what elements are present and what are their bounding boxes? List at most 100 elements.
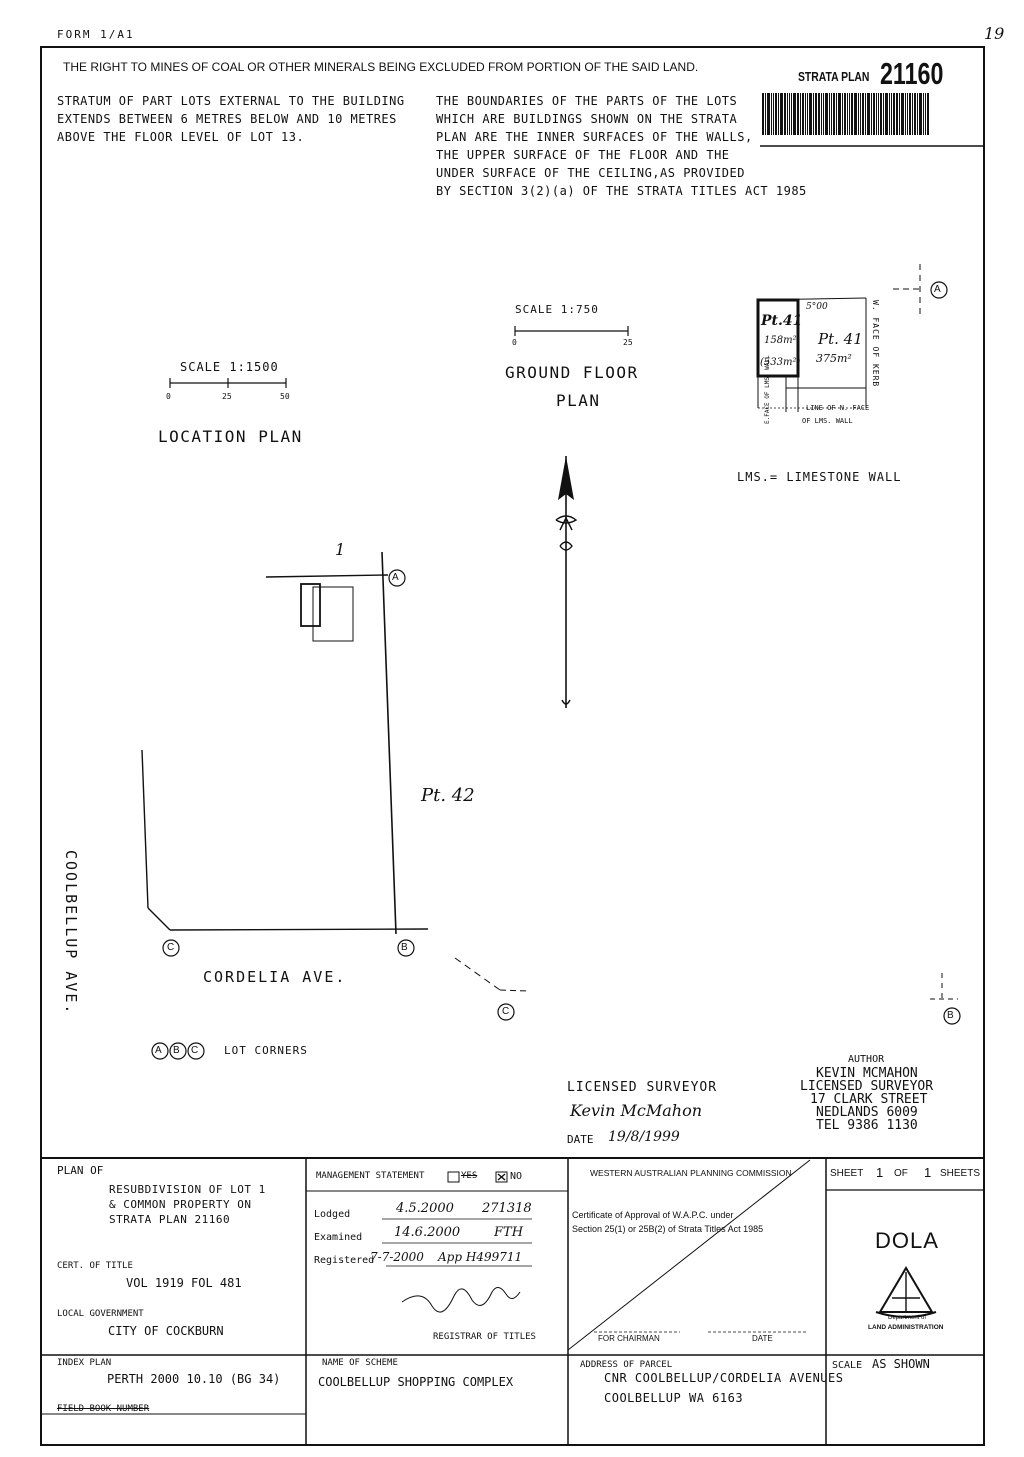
- mineral-notice: THE RIGHT TO MINES OF COAL OR OTHER MINE…: [63, 60, 699, 74]
- barcode-bar: [802, 93, 804, 135]
- barcode-bar: [793, 93, 796, 135]
- ground-floor-tick-0: 0: [512, 338, 517, 347]
- pt41-large-label: Pt. 41: [818, 330, 863, 348]
- ground-floor-plan-drawing: [756, 264, 921, 412]
- sheet-label: SHEET: [830, 1168, 864, 1179]
- strata-plan-label: STRATA PLAN: [798, 69, 870, 84]
- barcode-bar: [885, 93, 888, 135]
- barcode-bar: [762, 93, 764, 135]
- ground-floor-scale-label: SCALE 1:750: [515, 303, 599, 316]
- barcode-bar: [851, 93, 853, 135]
- barcode-bar: [883, 93, 884, 135]
- barcode-bar: [880, 93, 882, 135]
- location-plan-title: LOCATION PLAN: [158, 427, 303, 446]
- page-mark: 19: [984, 24, 1005, 43]
- lodged-reference: 271318: [482, 1201, 532, 1216]
- barcode-bar: [854, 93, 857, 135]
- dola-text: DOLA: [875, 1228, 939, 1253]
- surveyor-signature: Kevin McMahon: [570, 1101, 703, 1120]
- management-yes-option: YES: [461, 1171, 478, 1181]
- barcode-bar: [878, 93, 879, 135]
- barcode-bar: [891, 93, 892, 135]
- barcode-bar: [867, 93, 870, 135]
- barcode-bar: [907, 93, 908, 135]
- barcode-bar: [831, 93, 832, 135]
- registrar-label: REGISTRAR OF TITLES: [433, 1332, 536, 1342]
- barcode-bar: [842, 93, 843, 135]
- barcode-bar: [905, 93, 906, 135]
- barcode-bar: [912, 93, 913, 135]
- pt41-small-area: 158m²: [764, 335, 797, 346]
- barcode-bar: [800, 93, 801, 135]
- barcode-bar: [805, 93, 806, 135]
- pt41-small-label: Pt.41: [761, 313, 803, 329]
- barcode-bar: [818, 93, 820, 135]
- barcode-bar: [844, 93, 846, 135]
- barcode-bar: [807, 93, 808, 135]
- scale-label: SCALE: [832, 1360, 863, 1371]
- location-tick-0: 0: [166, 392, 171, 401]
- location-tick-25: 25: [222, 392, 232, 401]
- strata-plan-number: 21160: [880, 56, 944, 91]
- location-scale-bar: [169, 378, 287, 388]
- corner-a-lot: A: [392, 572, 399, 583]
- wapc-title: WESTERN AUSTRALIAN PLANNING COMMISSION: [590, 1168, 792, 1178]
- location-plan-drawing: [141, 551, 958, 1000]
- for-chairman-label: FOR CHAIRMAN: [598, 1334, 660, 1343]
- wapc-certificate: Certificate of Approval of W.A.P.C. unde…: [572, 1210, 764, 1234]
- address-value: CNR COOLBELLUP/CORDELIA AVENUES COOLBELL…: [604, 1371, 844, 1405]
- barcode-bar: [889, 93, 890, 135]
- pt41-large-area: 375m²: [816, 352, 852, 365]
- lodged-value: 4.5.2000: [396, 1201, 454, 1216]
- barcode-bar: [925, 93, 926, 135]
- barcode-bar: [791, 93, 792, 135]
- barcode-bar: [780, 93, 783, 135]
- corner-c-west: C: [167, 942, 175, 953]
- scale-value: AS SHOWN: [872, 1357, 930, 1371]
- north-face-label: LINE OF N. FACE: [806, 404, 870, 412]
- barcode-bar: [833, 93, 835, 135]
- barcode-bar: [787, 93, 788, 135]
- legend-a: A: [155, 1045, 162, 1056]
- author-label: AUTHOR: [848, 1054, 885, 1065]
- examined-label: Examined: [314, 1232, 363, 1243]
- east-face-label: E.FACE OF LMS. WALL: [764, 355, 771, 424]
- barcode-bar: [773, 93, 774, 135]
- barcode-bar: [836, 93, 837, 135]
- sheet-of-label: OF: [894, 1168, 908, 1179]
- barcode-bar: [927, 93, 929, 135]
- barcode-bar: [771, 93, 772, 135]
- sheet-number: 1: [876, 1165, 884, 1180]
- barcode-bar: [914, 93, 916, 135]
- author-tel: TEL 9386 1130: [816, 1118, 918, 1133]
- management-statement-label: MANAGEMENT STATEMENT: [316, 1171, 425, 1181]
- barcode-bar: [784, 93, 786, 135]
- examined-value: 14.6.2000: [394, 1225, 461, 1240]
- cert-title-value: VOL 1919 FOL 481: [126, 1276, 242, 1290]
- location-scale-label: SCALE 1:1500: [180, 360, 279, 374]
- barcode-bar: [871, 93, 872, 135]
- barcode-bar: [873, 93, 875, 135]
- plan-of-value: RESUBDIVISION OF LOT 1 & COMMON PROPERTY…: [109, 1183, 266, 1226]
- barcode-bar: [876, 93, 877, 135]
- lot-label-pt42: Pt. 42: [421, 785, 475, 806]
- examined-reference: FTH: [494, 1225, 524, 1240]
- barcode-bar: [838, 93, 841, 135]
- sheet-border: [40, 46, 985, 1446]
- barcode-bar: [778, 93, 779, 135]
- licensed-surveyor-label: LICENSED SURVEYOR: [567, 1080, 718, 1095]
- corner-markers: [151, 281, 961, 1060]
- barcode-bar: [919, 93, 922, 135]
- barcode-bar: [860, 93, 861, 135]
- barcode-bar: [797, 93, 799, 135]
- barcode-bar: [849, 93, 850, 135]
- barcode-bar: [813, 93, 814, 135]
- north-arrow: [555, 456, 578, 708]
- barcode-bar: [809, 93, 812, 135]
- ground-floor-tick-25: 25: [623, 338, 633, 347]
- author-street: 17 CLARK STREET: [810, 1092, 928, 1107]
- barcode-bar: [789, 93, 790, 135]
- street-coolbellup: COOLBELLUP AVE.: [62, 850, 80, 1016]
- location-tick-50: 50: [280, 392, 290, 401]
- chairman-date-label: DATE: [752, 1334, 773, 1343]
